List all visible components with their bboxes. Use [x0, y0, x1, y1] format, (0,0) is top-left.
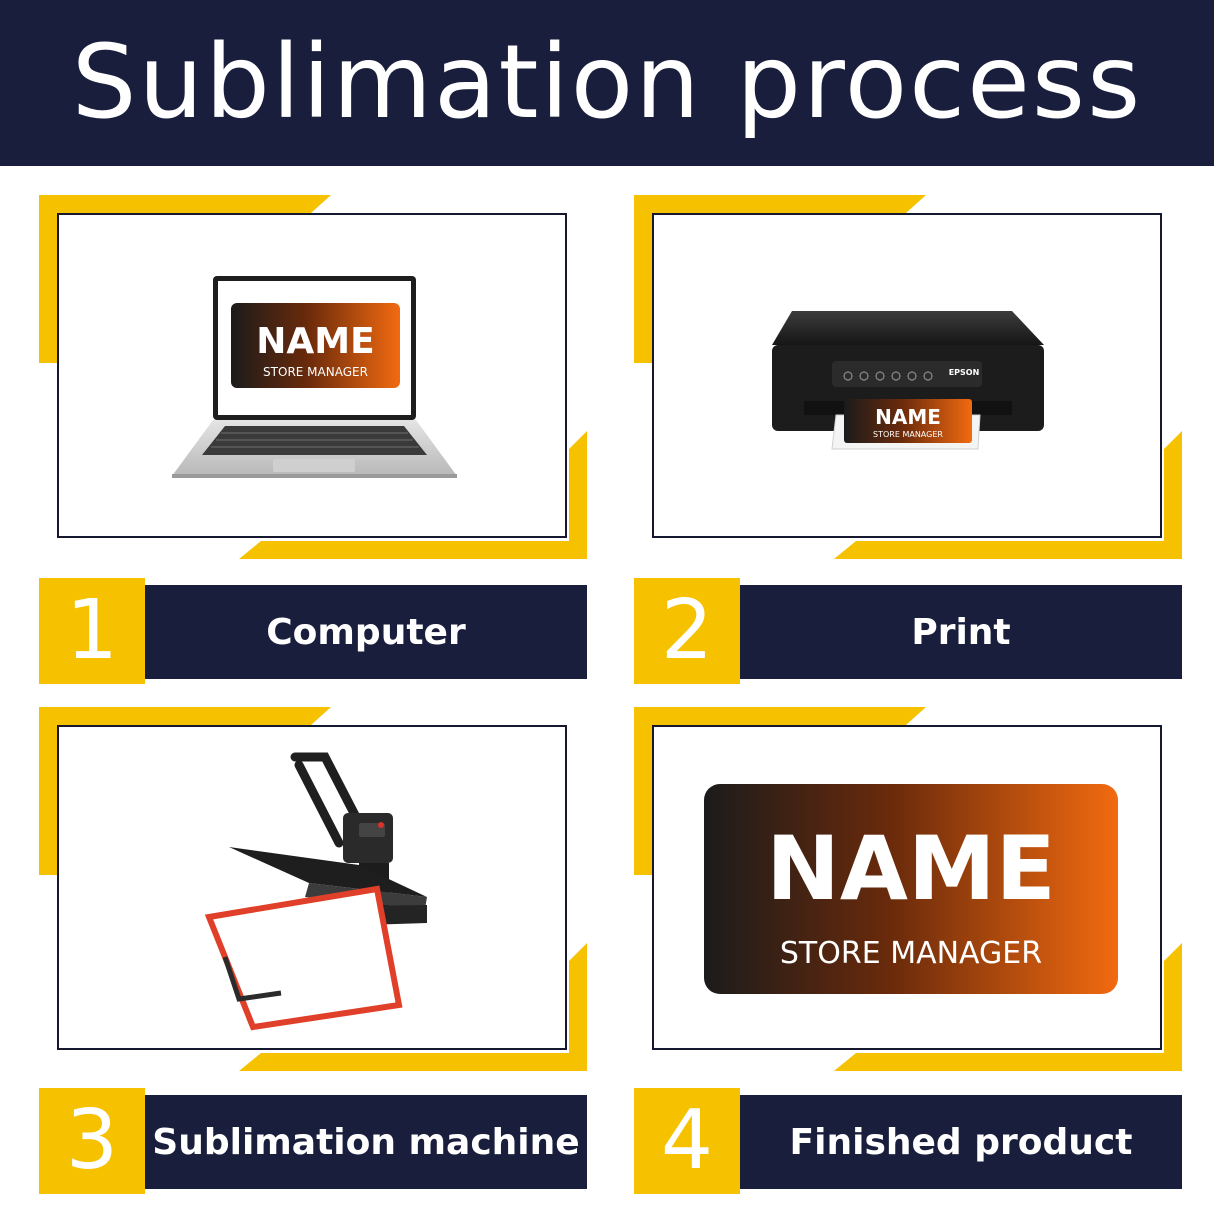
step-number: 1	[39, 578, 145, 684]
step-3-card	[39, 707, 587, 1071]
step-4-label: 4 Finished product	[634, 1088, 1182, 1194]
step-3-label: 3 Sublimation machine	[39, 1088, 587, 1194]
step-4-card: NAME STORE MANAGER	[634, 707, 1182, 1071]
step-3-frame	[57, 725, 567, 1050]
step-4-frame: NAME STORE MANAGER	[652, 725, 1162, 1050]
badge-role: STORE MANAGER	[780, 936, 1042, 971]
corner-decoration	[39, 195, 587, 559]
page-title: Sublimation process	[71, 23, 1143, 142]
step-2-card: EPSON NAME STORE MANAGER	[634, 195, 1182, 559]
printed-badge: NAME STORE MANAGER	[844, 399, 972, 443]
corner-decoration	[634, 195, 1182, 559]
printer-brand: EPSON	[949, 368, 980, 377]
step-title: Computer	[145, 585, 587, 679]
title-banner: Sublimation process	[0, 0, 1214, 166]
step-2-label: 2 Print	[634, 578, 1182, 684]
step-number: 3	[39, 1088, 145, 1194]
corner-decoration	[39, 707, 587, 1071]
step-1-frame: NAME STORE MANAGER	[57, 213, 567, 538]
step-2-frame: EPSON NAME STORE MANAGER	[652, 213, 1162, 538]
step-title: Sublimation machine	[145, 1095, 587, 1189]
badge-role: STORE MANAGER	[873, 430, 943, 439]
badge-role: STORE MANAGER	[263, 365, 368, 379]
name-badge: NAME STORE MANAGER	[704, 784, 1118, 994]
step-title: Finished product	[740, 1095, 1182, 1189]
step-title: Print	[740, 585, 1182, 679]
corner-decoration	[634, 707, 1182, 1071]
laptop-screen-badge: NAME STORE MANAGER	[231, 303, 400, 388]
badge-name: NAME	[256, 321, 374, 362]
badge-name: NAME	[766, 817, 1055, 920]
printer-icon: EPSON NAME STORE MANAGER	[772, 311, 1044, 450]
step-1-card: NAME STORE MANAGER	[39, 195, 587, 559]
step-number: 4	[634, 1088, 740, 1194]
step-number: 2	[634, 578, 740, 684]
laptop-icon: NAME STORE MANAGER	[172, 276, 457, 478]
badge-name: NAME	[875, 405, 941, 429]
step-1-label: 1 Computer	[39, 578, 587, 684]
heat-press-icon	[204, 752, 427, 1031]
